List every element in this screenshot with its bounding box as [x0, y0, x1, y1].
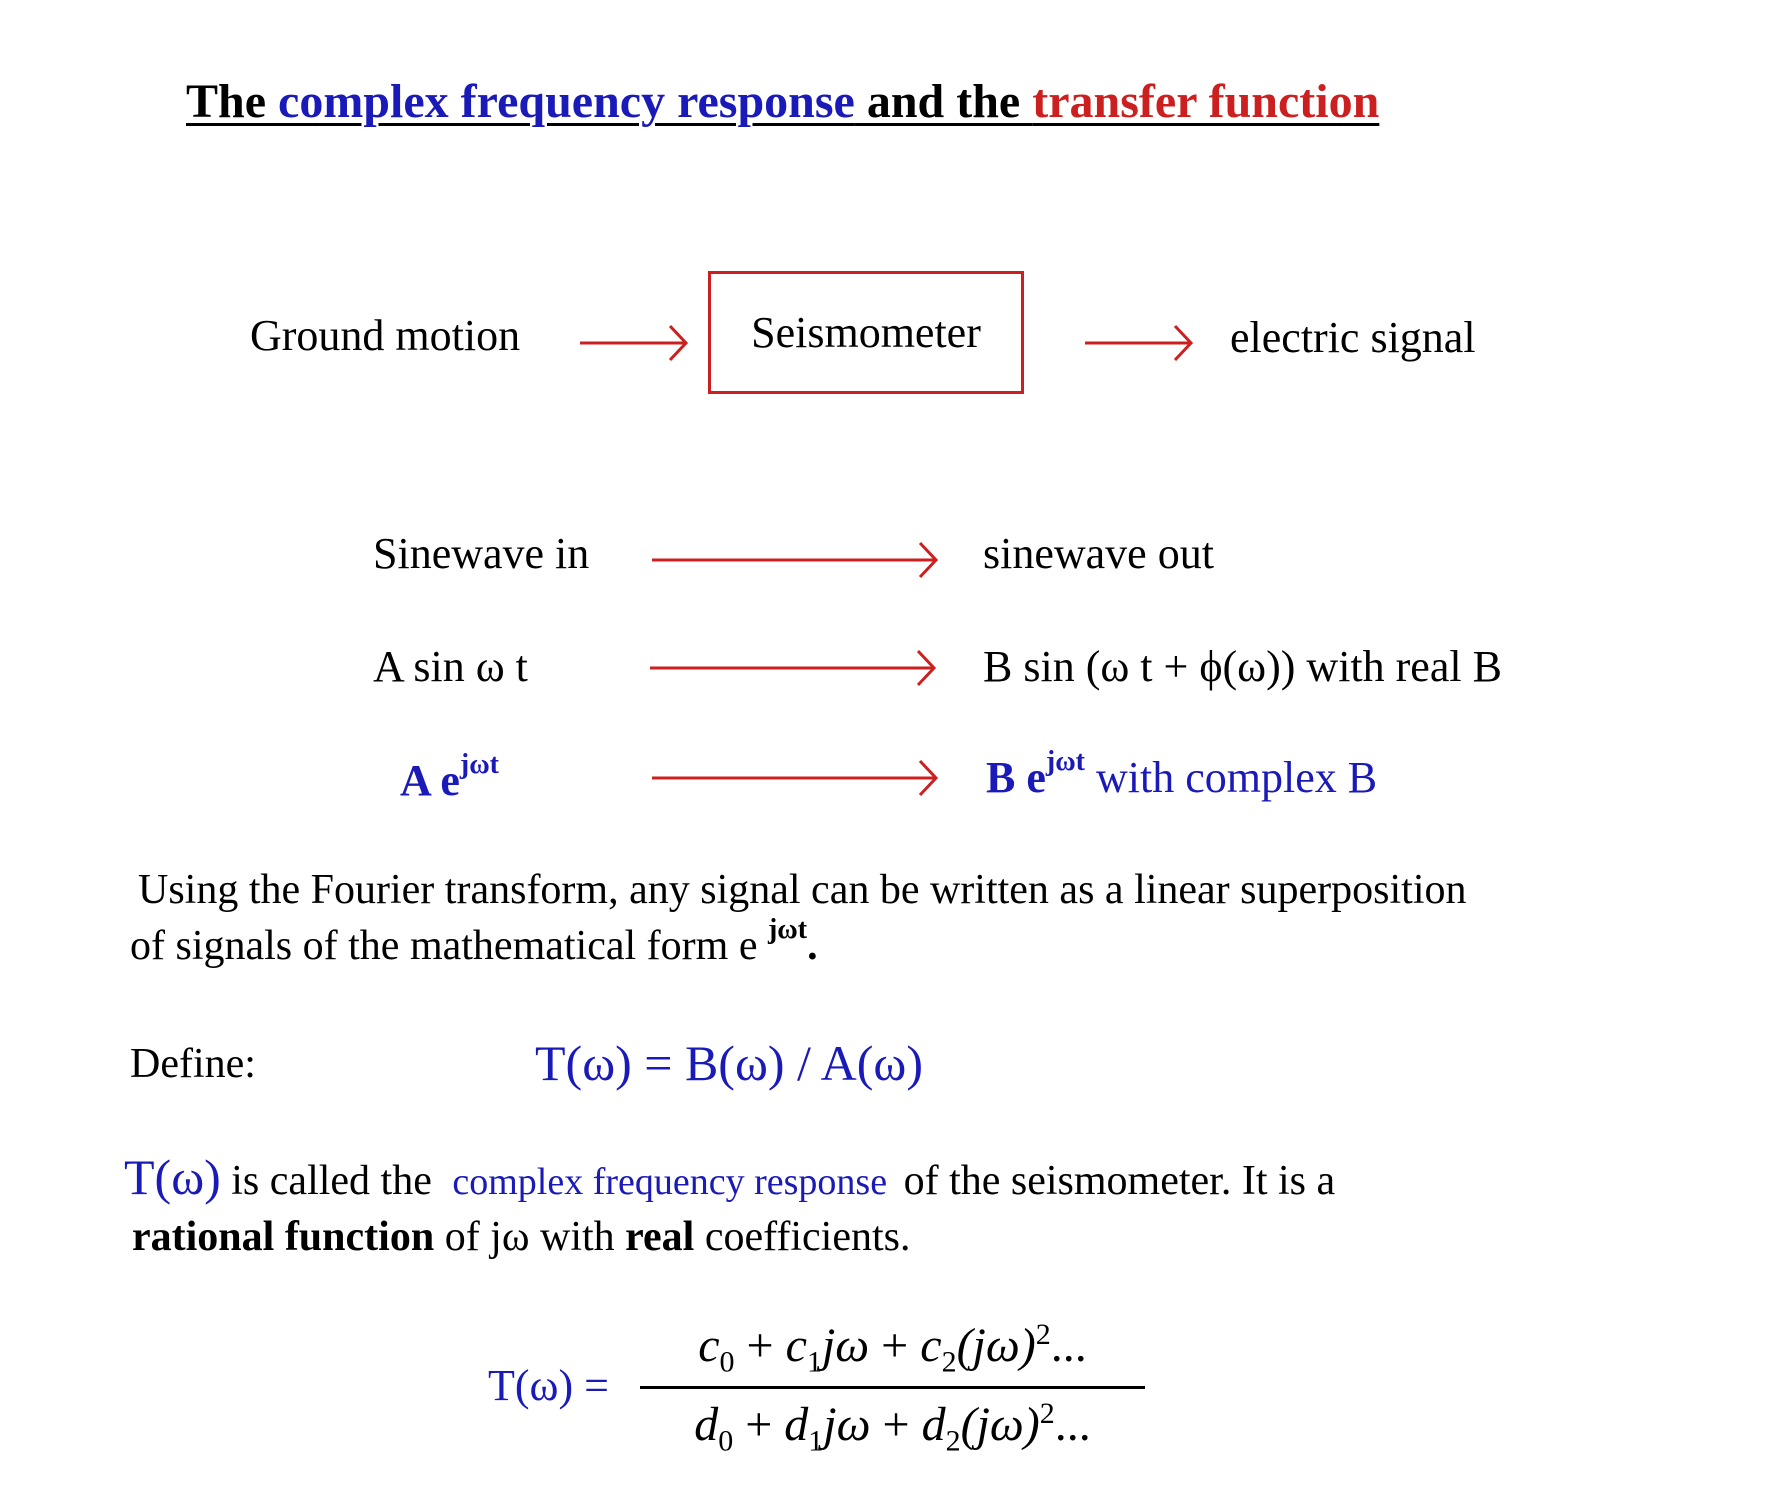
num-term-1: jω: [821, 1319, 870, 1372]
fourier-line-2: of signals of the mathematical form e jω…: [130, 916, 818, 970]
num-op-2: +: [869, 1319, 921, 1372]
den-d2: d: [921, 1397, 946, 1451]
mapping-2-arrow: [650, 649, 937, 687]
num-c1-sub: 1: [806, 1345, 822, 1379]
mapping-3-output-exponent: jωt: [1045, 746, 1086, 778]
fourier-line-2-text: of signals of the mathematical form e: [130, 923, 768, 969]
den-d2-sub: 2: [945, 1424, 961, 1458]
num-term-2: (jω): [956, 1319, 1036, 1372]
mapping-1-arrow: [652, 541, 939, 579]
fraction-numerator: c0 + c1jω + c2(jω)2...: [640, 1318, 1145, 1380]
den-d0: d: [694, 1397, 719, 1451]
description-bold-2: real: [625, 1214, 695, 1260]
mapping-3-output-suffix: with complex B: [1085, 753, 1378, 802]
description-text-2: of the seismometer. It is a: [893, 1158, 1336, 1204]
description-text-1: is called the: [220, 1158, 443, 1204]
den-op-2: +: [870, 1397, 922, 1451]
fourier-line-2-period: .: [807, 923, 818, 969]
den-term-1: jω: [823, 1397, 871, 1451]
page-title: The complex frequency response and the t…: [186, 74, 1379, 129]
description-text-3: of jω with: [434, 1214, 626, 1260]
seismometer-label: Seismometer: [751, 308, 981, 357]
diagram-arrow-out: [1085, 324, 1194, 362]
fraction-bar: [640, 1385, 1145, 1389]
fourier-line-2-exponent: jωt: [767, 914, 808, 945]
mapping-1-output: sinewave out: [983, 529, 1214, 578]
transfer-lhs: T(ω) =: [488, 1361, 609, 1410]
mapping-3-arrow: [652, 759, 939, 797]
fraction-denominator: d0 + d1jω + d2(jω)2...: [640, 1397, 1145, 1459]
den-d1-sub: 1: [808, 1424, 824, 1458]
description-line-1: T(ω) is called the complex frequency res…: [124, 1148, 1335, 1206]
num-c2-sub: 2: [941, 1345, 957, 1379]
seismometer-box: Seismometer: [708, 271, 1024, 394]
den-term-2-sup: 2: [1039, 1396, 1055, 1430]
diagram-output-label: electric signal: [1230, 313, 1476, 362]
mapping-3-input-base: A e: [400, 756, 460, 805]
fourier-line-1: Using the Fourier transform, any signal …: [138, 867, 1467, 913]
den-tail: ...: [1054, 1397, 1091, 1451]
description-text-4: coefficients.: [694, 1214, 911, 1260]
num-tail: ...: [1050, 1319, 1087, 1372]
den-d0-sub: 0: [718, 1424, 734, 1458]
description-highlight: complex frequency response: [452, 1161, 888, 1203]
mapping-3-output: B ejωt with complex B: [986, 748, 1378, 803]
num-c0: c: [698, 1319, 720, 1372]
num-c1: c: [785, 1319, 807, 1372]
mapping-1-input: Sinewave in: [373, 529, 590, 578]
transfer-fraction: c0 + c1jω + c2(jω)2... d0 + d1jω + d2(jω…: [640, 1318, 1145, 1458]
description-bold-1: rational function: [132, 1214, 435, 1260]
num-c2: c: [920, 1319, 942, 1372]
den-d1: d: [784, 1397, 809, 1451]
den-op-1: +: [733, 1397, 785, 1451]
num-op-1: +: [734, 1319, 786, 1372]
mapping-3-input-exponent: jωt: [459, 749, 500, 781]
description-symbol: T(ω): [124, 1149, 221, 1205]
mapping-2-input: A sin ω t: [373, 642, 528, 691]
num-c0-sub: 0: [719, 1345, 735, 1379]
mapping-2-output: B sin (ω t + ϕ(ω)) with real B: [983, 642, 1502, 691]
diagram-input-label: Ground motion: [250, 311, 521, 360]
num-term-2-sup: 2: [1035, 1318, 1051, 1351]
title-part-1: The: [186, 75, 279, 128]
define-label: Define:: [130, 1041, 256, 1087]
title-part-3: and the: [854, 75, 1033, 128]
diagram-arrow-in: [580, 324, 689, 362]
title-part-2: complex frequency response: [278, 75, 855, 128]
mapping-3-input: A ejωt: [400, 751, 499, 806]
title-part-4: transfer function: [1032, 75, 1380, 128]
define-formula: T(ω) = B(ω) / A(ω): [535, 1035, 923, 1091]
description-line-2: rational function of jω with real coeffi…: [132, 1213, 911, 1261]
mapping-3-output-base: B e: [986, 753, 1046, 802]
den-term-2: (jω): [960, 1397, 1040, 1451]
